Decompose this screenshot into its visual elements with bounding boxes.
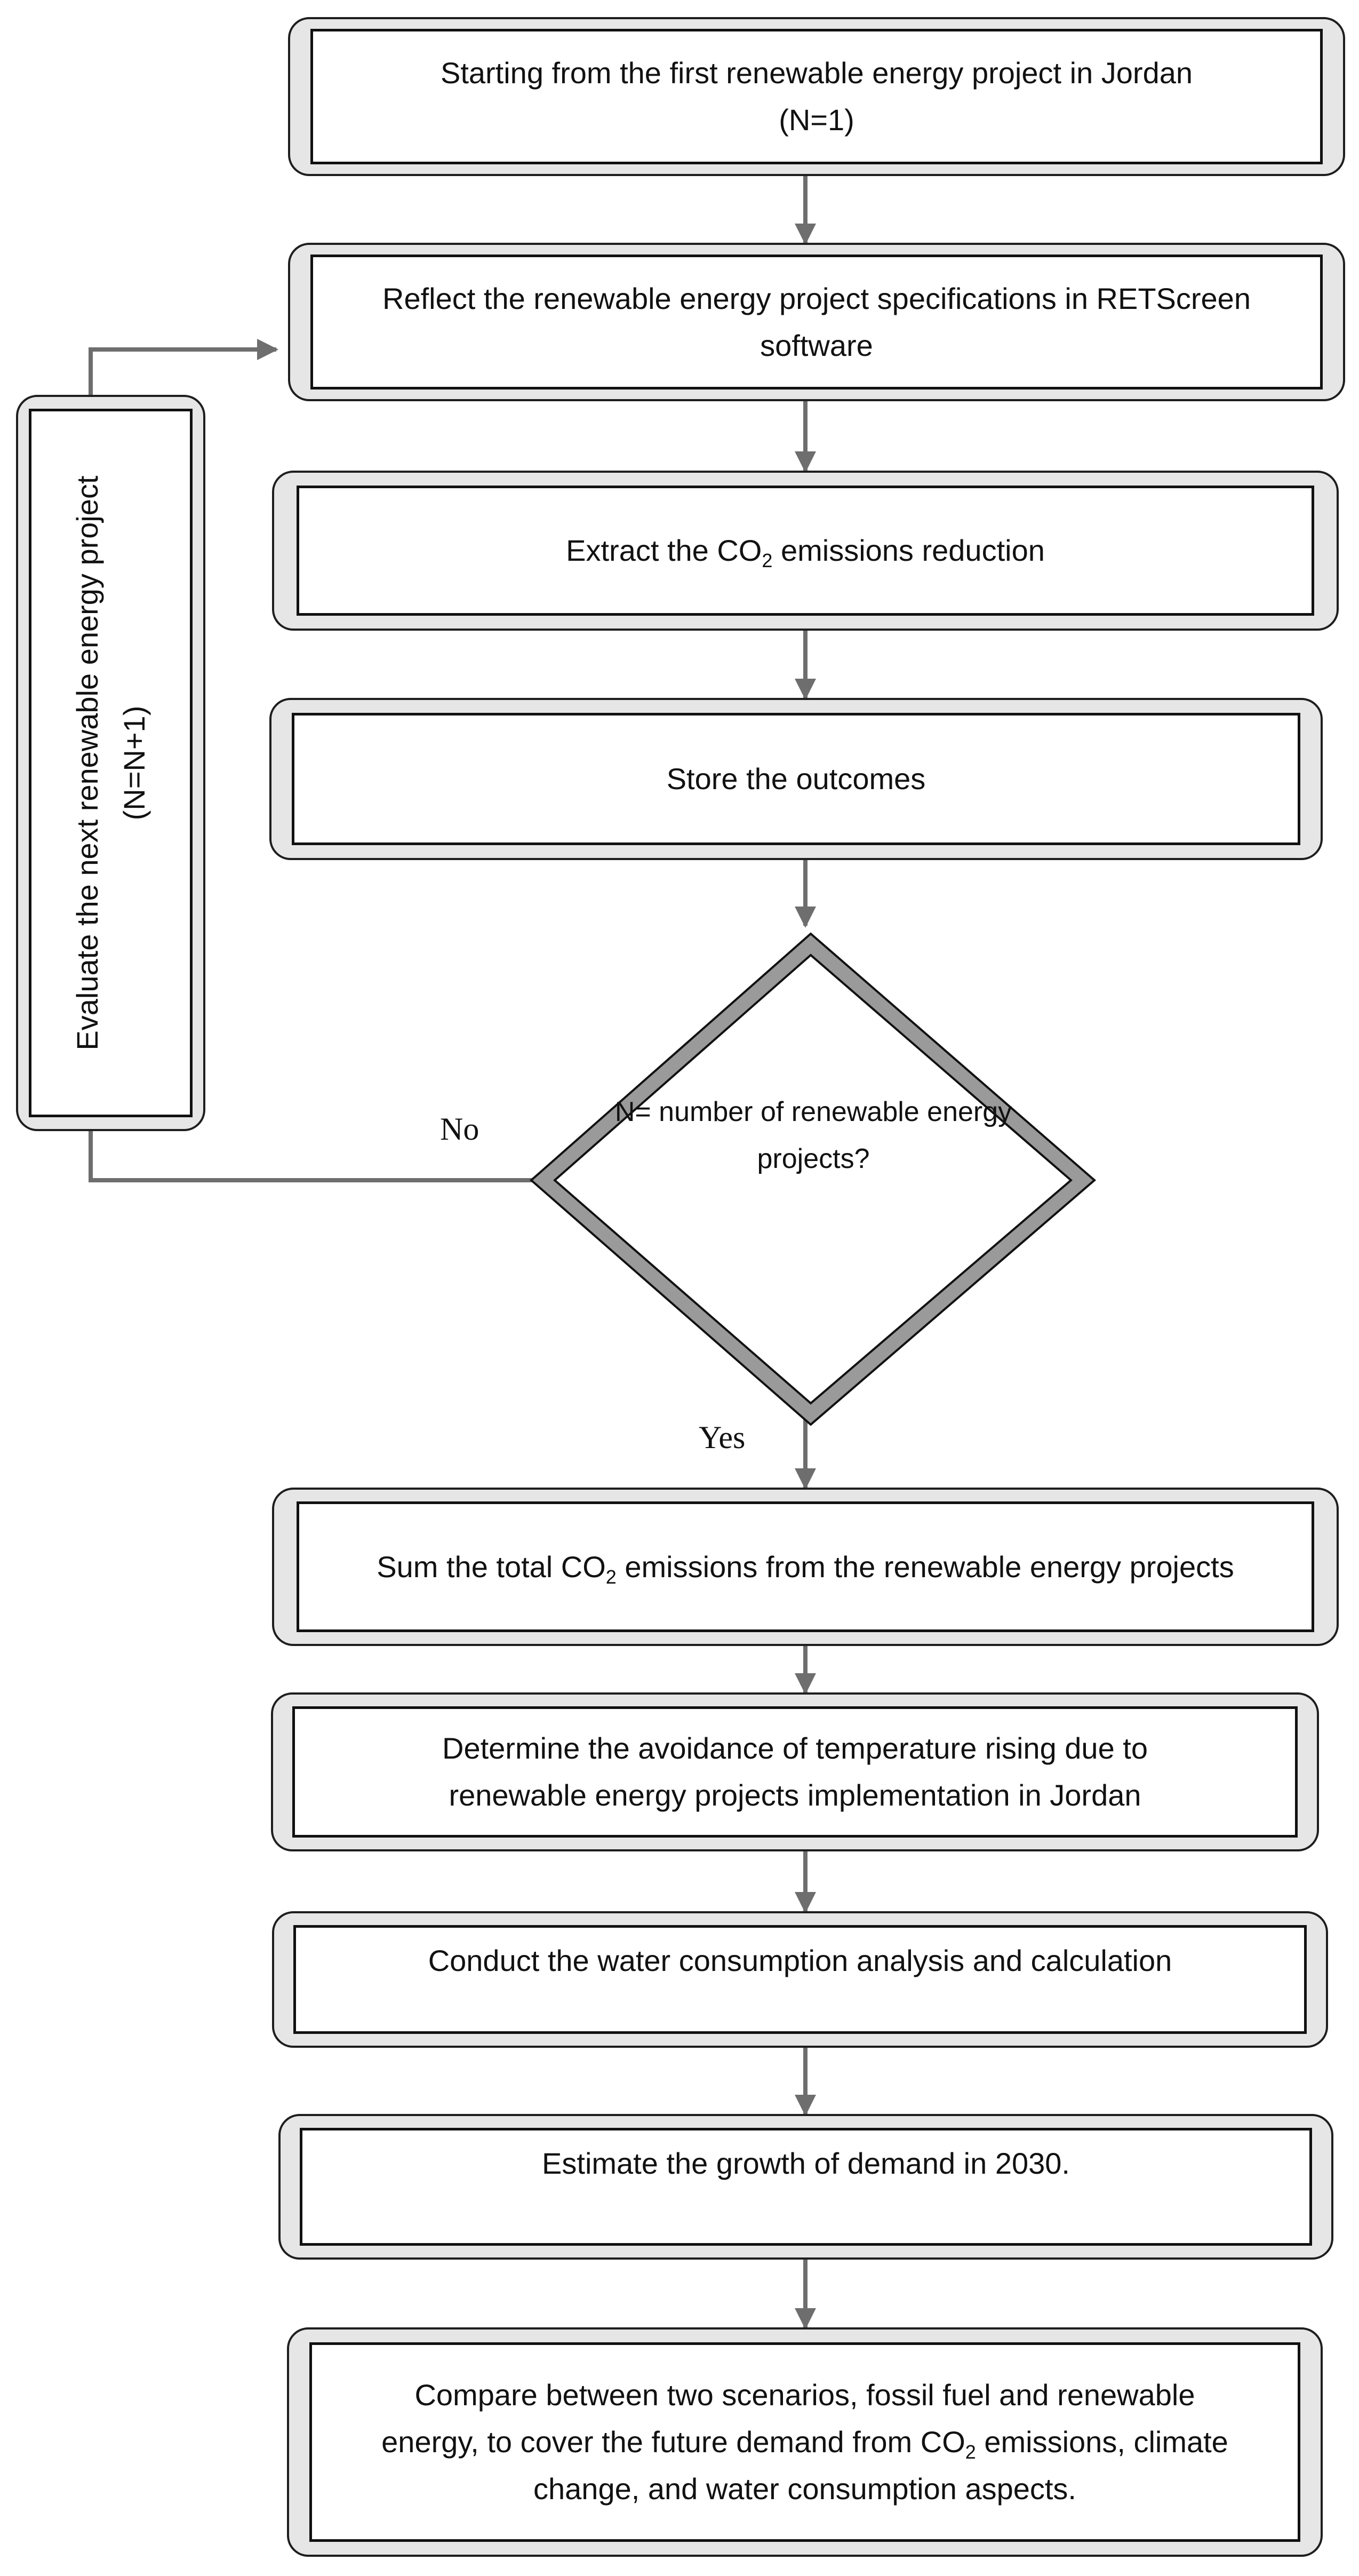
loop-box-line2: (N=N+1)	[117, 705, 151, 821]
loop-box-line1: Evaluate the next renewable energy proje…	[70, 475, 104, 1051]
step-compare-line2: energy, to cover the future demand from …	[381, 2419, 1228, 2466]
step-determine: Determine the avoidance of temperature r…	[271, 1692, 1319, 1851]
decision-text: N= number of renewable energy projects?	[597, 1088, 1029, 1182]
loop-box: Evaluate the next renewable energy proje…	[16, 395, 205, 1131]
step-sum-inner: Sum the total CO2 emissions from the ren…	[297, 1501, 1314, 1632]
step-sum: Sum the total CO2 emissions from the ren…	[272, 1488, 1339, 1646]
step-sum-subscript: 2	[605, 1565, 617, 1588]
step-start-line1: Starting from the first renewable energy…	[440, 56, 1193, 90]
step-extract-subscript: 2	[762, 550, 773, 572]
step-determine-line2: renewable energy projects implementation…	[449, 1778, 1141, 1812]
step-compare-inner: Compare between two scenarios, fossil fu…	[309, 2342, 1300, 2542]
decision-line3: energy projects?	[757, 1096, 1012, 1174]
step-compare-line2-pre: energy, to cover the future demand from …	[381, 2425, 965, 2459]
decision-line1: N= number of	[614, 1096, 784, 1127]
label-yes: Yes	[699, 1420, 746, 1455]
connector-no-to-loop	[89, 1131, 533, 1182]
step-conduct-inner: Conduct the water consumption analysis a…	[293, 1925, 1307, 2034]
step-reflect-line1: Reflect the renewable energy project spe…	[382, 281, 1251, 315]
step-start-inner: Starting from the first renewable energy…	[310, 29, 1323, 164]
step-estimate-inner: Estimate the growth of demand in 2030.	[300, 2128, 1312, 2246]
step-determine-inner: Determine the avoidance of temperature r…	[292, 1706, 1298, 1838]
step-store-text: Store the outcomes	[666, 762, 926, 796]
step-start: Starting from the first renewable energy…	[288, 17, 1345, 176]
step-extract-inner: Extract the CO2 emissions reduction	[297, 486, 1314, 616]
decision-line2: renewable	[791, 1096, 920, 1127]
step-determine-line1: Determine the avoidance of temperature r…	[442, 1731, 1148, 1765]
step-compare: Compare between two scenarios, fossil fu…	[287, 2327, 1323, 2557]
step-extract-pre: Extract the CO	[566, 534, 762, 567]
step-sum-post: emissions from the renewable energy proj…	[616, 1549, 1234, 1584]
step-store-inner: Store the outcomes	[292, 713, 1300, 845]
step-estimate: Estimate the growth of demand in 2030.	[278, 2114, 1333, 2260]
label-no: No	[440, 1111, 479, 1147]
step-sum-pre: Sum the total CO	[377, 1549, 606, 1584]
step-reflect-inner: Reflect the renewable energy project spe…	[310, 255, 1323, 389]
step-start-line2: (N=1)	[779, 103, 854, 137]
step-compare-subscript: 2	[965, 2441, 976, 2463]
step-compare-line2-post: emissions, climate	[976, 2425, 1228, 2459]
step-reflect-line2: software	[760, 328, 873, 362]
step-reflect: Reflect the renewable energy project spe…	[288, 243, 1345, 401]
step-compare-line3: change, and water consumption aspects.	[533, 2472, 1076, 2506]
step-extract-post: emissions reduction	[772, 534, 1045, 567]
step-compare-line1: Compare between two scenarios, fossil fu…	[414, 2378, 1195, 2412]
arrow-loop-to-reflect	[89, 339, 278, 395]
step-store: Store the outcomes	[269, 698, 1323, 860]
loop-box-text: Evaluate the next renewable energy proje…	[64, 416, 158, 1110]
step-estimate-text: Estimate the growth of demand in 2030.	[542, 2146, 1070, 2180]
decision-diamond	[529, 932, 1097, 1426]
step-conduct-text: Conduct the water consumption analysis a…	[428, 1944, 1172, 1977]
step-conduct: Conduct the water consumption analysis a…	[272, 1911, 1328, 2048]
step-extract: Extract the CO2 emissions reduction	[272, 471, 1339, 631]
loop-box-inner: Evaluate the next renewable energy proje…	[29, 409, 193, 1117]
